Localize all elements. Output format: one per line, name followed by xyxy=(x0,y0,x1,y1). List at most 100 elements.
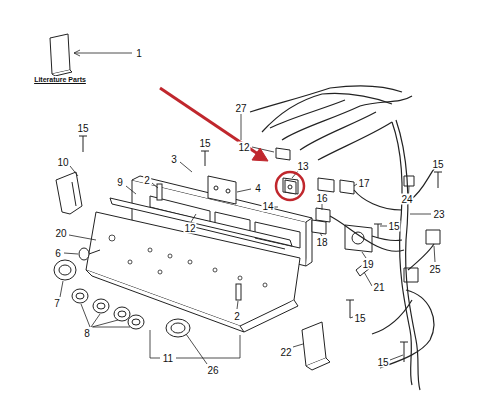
leader-lines xyxy=(390,355,403,360)
leader-lines xyxy=(74,53,132,54)
highlight-arrow xyxy=(252,148,268,161)
control-knobs xyxy=(97,303,105,309)
callout-number: 8 xyxy=(83,328,91,339)
leader-lines xyxy=(186,334,207,364)
pins-and-screws xyxy=(434,172,442,188)
control-knobs xyxy=(132,319,140,325)
switches-and-timer xyxy=(318,178,334,192)
control-knobs xyxy=(114,307,130,321)
callout-number: 11 xyxy=(162,353,174,364)
callout-number: 17 xyxy=(357,178,370,189)
switches-and-timer xyxy=(312,220,326,234)
control-knobs xyxy=(54,248,190,337)
wire-harness xyxy=(330,216,404,251)
leader-lines xyxy=(237,301,238,309)
control-knobs xyxy=(59,265,71,275)
leader-lines xyxy=(180,162,192,172)
console-front-panel xyxy=(86,212,300,332)
wire-harness xyxy=(250,88,330,112)
highlight-arrow xyxy=(160,88,304,200)
callout-number: 23 xyxy=(432,209,445,220)
leader-lines xyxy=(191,214,196,222)
wire-harness xyxy=(282,106,360,140)
switches-and-timer xyxy=(214,186,218,190)
wire-harness xyxy=(354,190,402,210)
leader-lines xyxy=(81,304,130,327)
wire-harness xyxy=(250,86,440,390)
callout-number: 9 xyxy=(116,177,124,188)
clip-13 xyxy=(288,185,292,189)
callout-number: 7 xyxy=(53,298,61,309)
callout-number: 19 xyxy=(361,259,374,270)
callout-number: 20 xyxy=(54,228,67,239)
control-knobs xyxy=(128,315,144,329)
callout-number: 10 xyxy=(56,157,69,168)
leader-lines xyxy=(241,114,242,140)
wire-harness xyxy=(372,300,412,334)
callout-number: 15 xyxy=(76,123,89,134)
panel-holes xyxy=(213,268,217,272)
callout-number: 1 xyxy=(135,48,143,59)
clip-13 xyxy=(285,180,296,194)
callout-number: 2 xyxy=(143,175,151,186)
leader-lines xyxy=(60,50,435,364)
switches-and-timer xyxy=(283,178,298,194)
clip-13 xyxy=(285,180,296,194)
literature-booklet xyxy=(50,34,72,76)
leader-lines xyxy=(410,214,431,215)
callout-number: 16 xyxy=(315,193,328,204)
highlight-arrow xyxy=(276,172,304,200)
callout-number: 15 xyxy=(387,221,400,232)
callout-number: 2 xyxy=(233,311,241,322)
control-knobs xyxy=(79,248,89,260)
panel-holes xyxy=(109,235,115,241)
end-brackets xyxy=(306,358,330,370)
callout-number: 15 xyxy=(376,357,389,368)
leader-lines xyxy=(74,50,80,56)
leader-lines xyxy=(380,226,387,227)
pins-and-screws xyxy=(201,151,209,166)
leader-lines xyxy=(152,183,158,188)
panel-holes xyxy=(168,254,172,258)
leader-lines xyxy=(364,272,372,286)
pins-and-screws xyxy=(157,184,162,200)
control-knobs xyxy=(72,289,88,303)
switches-and-timer xyxy=(226,189,230,193)
callout-number: 12 xyxy=(183,223,196,234)
callout-number: 22 xyxy=(279,347,292,358)
control-knobs xyxy=(54,260,76,280)
switches-and-timer xyxy=(276,148,290,160)
control-knobs xyxy=(93,299,109,313)
panel-holes xyxy=(109,235,267,287)
pins-and-screws xyxy=(79,136,442,362)
wire-harness xyxy=(360,96,412,106)
callout-number: 24 xyxy=(400,194,413,205)
switches-and-timer xyxy=(316,208,330,222)
control-knobs xyxy=(118,311,126,317)
wire-harness xyxy=(318,122,392,160)
callout-number: 15 xyxy=(198,138,211,149)
console-front-panel xyxy=(86,270,244,332)
callout-number: 12 xyxy=(237,142,250,153)
console-front-panel xyxy=(244,300,298,332)
switches-and-timer xyxy=(340,180,354,194)
end-brackets xyxy=(56,172,330,370)
highlight-arrow xyxy=(160,88,258,154)
panel-holes xyxy=(188,260,192,264)
callout-number: 3 xyxy=(170,154,178,165)
wire-harness xyxy=(270,100,345,128)
end-brackets xyxy=(72,182,76,206)
leader-lines xyxy=(322,204,323,210)
leader-lines xyxy=(64,253,78,254)
panel-holes xyxy=(263,283,267,287)
callout-number: 15 xyxy=(353,313,366,324)
control-knobs xyxy=(89,250,100,254)
panel-holes xyxy=(158,270,162,274)
callout-number: 6 xyxy=(54,248,62,259)
callout-number: 14 xyxy=(261,201,274,212)
pins-and-screws xyxy=(79,136,87,152)
callout-number: 27 xyxy=(234,103,247,114)
wire-harness xyxy=(372,236,402,241)
leader-lines xyxy=(126,186,136,194)
